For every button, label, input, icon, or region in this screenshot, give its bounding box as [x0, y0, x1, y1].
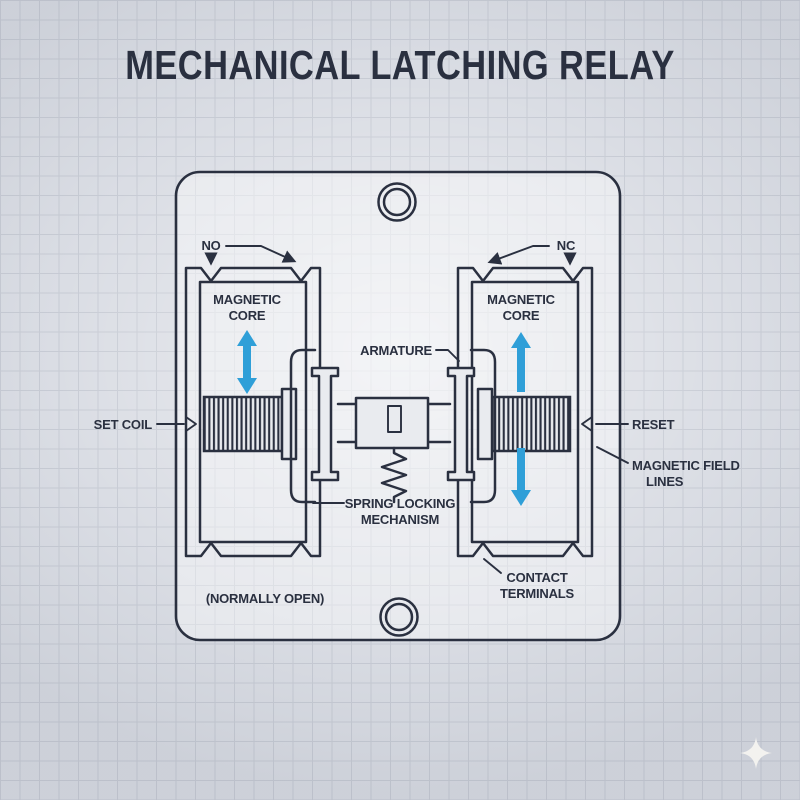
flux-arrow-right-up — [511, 332, 531, 392]
reset-coil-plate — [476, 387, 494, 461]
sparkle-icon — [740, 737, 772, 769]
label-spring-locking-line2: MECHANISM — [361, 512, 439, 527]
no-leader-line — [225, 245, 297, 263]
mounting-hole-top-inner — [382, 187, 412, 217]
flux-arrow-left — [237, 330, 257, 394]
mounting-hole-bottom-inner — [384, 602, 414, 632]
label-magnetic-field-line1: MAGNETIC FIELD — [632, 458, 740, 473]
label-magnetic-core-right-line1: MAGNETIC — [487, 292, 556, 307]
flux-arrow-right-down — [511, 448, 531, 506]
label-contact-terminals-line1: CONTACT — [506, 570, 567, 585]
armature-latch-slot — [387, 405, 402, 433]
label-reset: RESET — [632, 417, 675, 432]
set-coil-terminal-pointer — [185, 416, 197, 432]
label-magnetic-core-right-line2: CORE — [503, 308, 540, 323]
page-title: MECHANICAL LATCHING RELAY — [125, 42, 675, 88]
mounting-hole-top — [377, 182, 417, 222]
mounting-hole-bottom — [379, 597, 419, 637]
armature-leader-line — [435, 349, 460, 362]
label-set-coil: SET COIL — [94, 417, 153, 432]
label-magnetic-field-line2: LINES — [646, 474, 684, 489]
label-normally-open: (NORMALLY OPEN) — [206, 591, 324, 606]
label-armature: ARMATURE — [360, 343, 432, 358]
armature-bracket-left — [289, 348, 317, 504]
label-magnetic-core-left-line1: MAGNETIC — [213, 292, 282, 307]
label-no: NO — [201, 238, 220, 253]
magnetic-field-leader-line — [596, 446, 629, 464]
left-frame-inner — [198, 280, 308, 544]
spring-locking-mechanism — [380, 446, 408, 504]
armature-block — [354, 396, 430, 450]
right-frame-inner — [470, 280, 580, 544]
armature-beam-right — [446, 366, 476, 482]
label-contact-terminals-line2: TERMINALS — [500, 586, 575, 601]
label-spring-locking-line1: SPRING LOCKING — [345, 496, 456, 511]
label-magnetic-core-left-line2: CORE — [229, 308, 266, 323]
reset-coil-winding — [490, 395, 572, 453]
right-frame-outer — [456, 266, 594, 558]
armature-beam-left — [310, 366, 340, 482]
label-nc: NC — [557, 238, 576, 253]
armature-bracket-right — [469, 348, 497, 504]
set-coil-winding — [202, 395, 284, 453]
set-coil-plate — [280, 387, 298, 461]
reset-coil-terminal-pointer — [581, 416, 593, 432]
contact-leader-line — [483, 558, 502, 574]
left-frame-outer — [184, 266, 322, 558]
nc-leader-line — [487, 245, 550, 265]
